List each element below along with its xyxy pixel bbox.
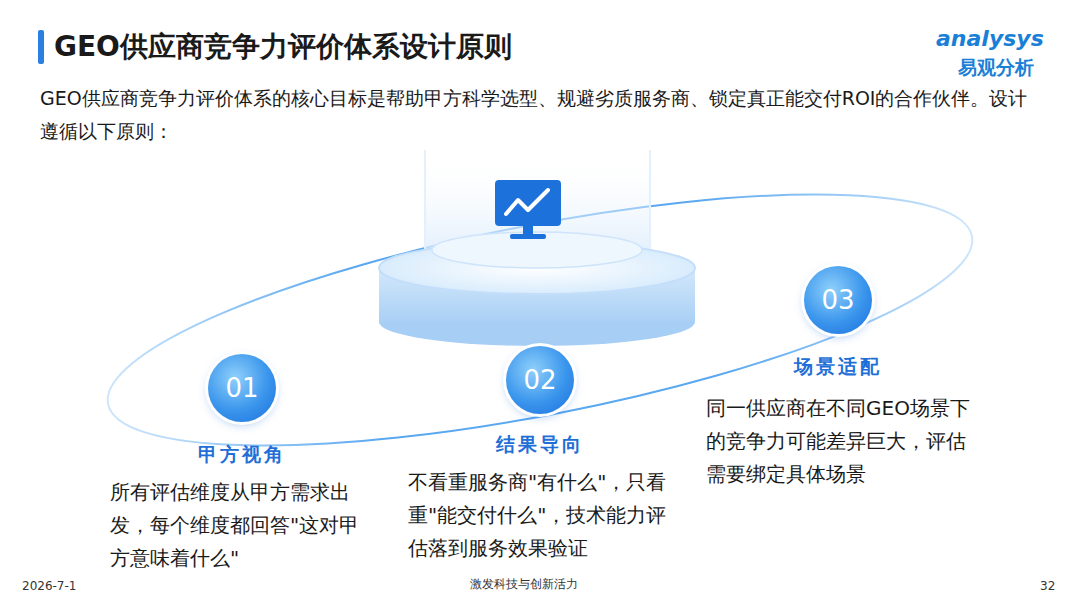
intro-text: GEO供应商竞争力评价体系的核心目标是帮助甲方科学选型、规避劣质服务商、锁定真正… bbox=[40, 82, 1040, 148]
monitor-icon bbox=[495, 180, 561, 239]
step-heading: 甲方视角 bbox=[198, 442, 286, 468]
orbit-ring bbox=[90, 143, 990, 497]
logo-name: 易观分析 bbox=[958, 55, 1034, 81]
step-circle: 02结果导向不看重服务商"有什么"，只看重"能交付什么"，技术能力评估落到服务效… bbox=[506, 346, 574, 414]
step-circle: 01甲方视角所有评估维度从甲方需求出发，每个维度都回答"这对甲方意味着什么" bbox=[208, 354, 276, 422]
step-number: 02 bbox=[506, 346, 574, 414]
step-description: 同一供应商在不同GEO场景下的竞争力可能差异巨大，评估需要绑定具体场景 bbox=[706, 392, 974, 491]
step-description: 所有评估维度从甲方需求出发，每个维度都回答"这对甲方意味着什么" bbox=[110, 476, 362, 575]
slide-title: GEO供应商竞争力评价体系设计原则 bbox=[54, 28, 512, 66]
step-circle: 03场景适配同一供应商在不同GEO场景下的竞争力可能差异巨大，评估需要绑定具体场… bbox=[804, 266, 872, 334]
footer-slogan: 激发科技与创新活力 bbox=[470, 576, 578, 593]
step-heading: 场景适配 bbox=[794, 354, 882, 380]
step-description: 不看重服务商"有什么"，只看重"能交付什么"，技术能力评估落到服务效果验证 bbox=[408, 466, 670, 565]
step-heading: 结果导向 bbox=[496, 432, 584, 458]
logo-wordmark: analysys bbox=[936, 26, 1044, 51]
step-number: 01 bbox=[208, 354, 276, 422]
step-number: 03 bbox=[804, 266, 872, 334]
pedestal bbox=[379, 150, 695, 346]
title-bar bbox=[38, 30, 44, 64]
page-number: 32 bbox=[1040, 579, 1055, 593]
footer-date: 2026-7-1 bbox=[22, 579, 76, 593]
